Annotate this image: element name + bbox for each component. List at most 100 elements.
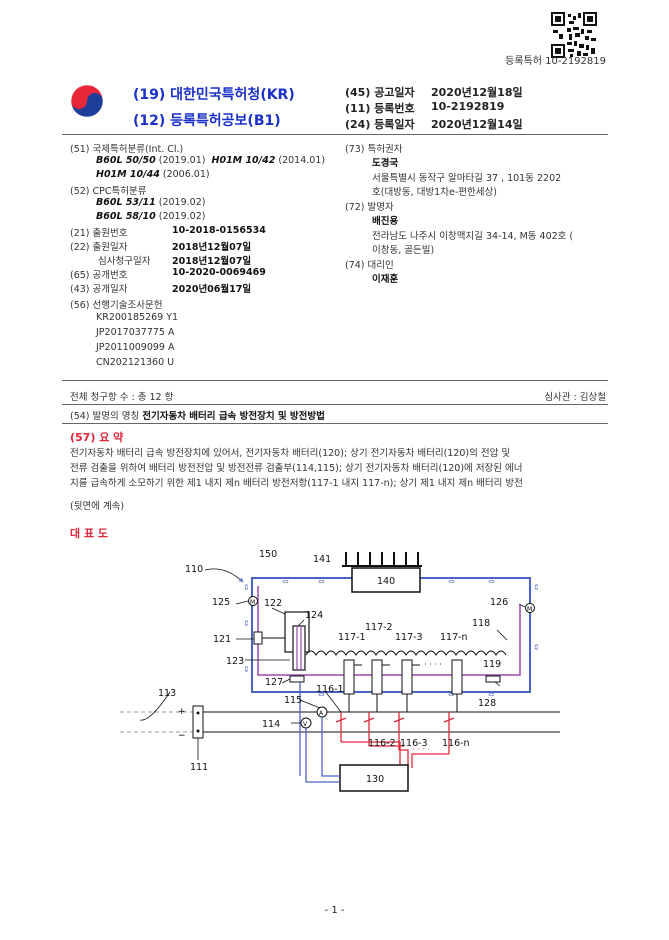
- cpc-code-2: B60L 58/10: [96, 211, 156, 222]
- controller-130: [339, 764, 409, 792]
- label-117-2: 117-2: [365, 622, 393, 633]
- agent-name: 이재훈: [372, 274, 399, 285]
- registration-number-value: 10-2192819: [431, 100, 505, 113]
- registration-number-label: (11) 등록번호: [345, 102, 415, 115]
- page-number: - 1 -: [324, 905, 345, 916]
- owner-address-1: 서울특별시 동작구 알마타길 37 , 101동 2202: [372, 173, 562, 184]
- svg-text:⇔: ⇔: [318, 577, 325, 586]
- inner-frame: [257, 586, 521, 676]
- motor-125-symbol: M: [250, 599, 255, 606]
- registration-number-row: (11) 등록번호 10-2192819: [345, 100, 504, 116]
- label-124: 124: [305, 610, 323, 621]
- representative-drawing-heading: 대 표 도: [70, 527, 109, 540]
- label-114: 114: [262, 719, 280, 730]
- invention-title-label: (54) 발명의 명칭: [70, 411, 140, 422]
- laid-open-date-label: (43) 공개일자: [70, 284, 128, 295]
- prior-art-4: CN202121360 U: [96, 357, 175, 368]
- label-118: 118: [472, 618, 490, 629]
- ipc-code-1: B60L 50/50: [96, 155, 156, 166]
- label-111: 111: [190, 762, 208, 773]
- label-117-3: 117-3: [395, 632, 423, 643]
- publication-date-label: (45) 공고일자: [345, 86, 415, 99]
- label-140: 140: [377, 576, 395, 587]
- abstract-line-2: 전류 검출을 위하여 배터리 방전전압 및 방전전류 검출부(114,115);…: [70, 463, 523, 474]
- application-date-value: 2018년12월07일: [172, 242, 252, 253]
- label-119: 119: [483, 659, 501, 670]
- block-124: [292, 625, 306, 671]
- label-128: 128: [478, 698, 496, 709]
- invention-title: 전기자동차 배터리 급속 방전장치 및 방전방법: [142, 411, 325, 422]
- owner-label: (73) 특허권자: [345, 144, 403, 155]
- laid-open-date-value: 2020년06월17일: [172, 284, 252, 295]
- cpc-line-1: B60L 53/11 (2019.02): [96, 197, 205, 208]
- owner-name: 도경국: [372, 158, 399, 169]
- svg-text:⇔: ⇔: [488, 690, 495, 699]
- registration-date-row: (24) 등록일자 2020년12월14일: [345, 116, 523, 132]
- agent-label: (74) 대리인: [345, 260, 394, 271]
- cpc-date-2: (2019.02): [158, 211, 206, 222]
- label-127: 127: [265, 677, 283, 688]
- label-116-2: 116-2: [368, 738, 396, 749]
- label-150: 150: [259, 549, 277, 560]
- motor-125: [248, 596, 258, 606]
- sense-wiring: [299, 682, 340, 783]
- application-date-label: (22) 출원일자: [70, 242, 128, 253]
- resistor-dots: · · · ·: [424, 660, 442, 669]
- cpc-line-2: B60L 58/10 (2019.02): [96, 211, 205, 222]
- label-117-n: 117-n: [440, 632, 468, 643]
- connector-pin-minus: [196, 729, 200, 733]
- svg-text:⇔: ⇔: [282, 577, 289, 586]
- box-140: [351, 567, 421, 593]
- ipc-date-2: (2014.01): [278, 155, 326, 166]
- header-divider: [62, 134, 608, 135]
- label-116-n: 116-n: [442, 738, 470, 749]
- publication-type: (12) 등록특허공보(B1): [133, 113, 281, 129]
- owner-address-2: 호(대방동, 대방1차e-편한세상): [372, 187, 497, 198]
- registration-date-label: (24) 등록일자: [345, 118, 415, 131]
- abstract-heading: (57) 요 약: [70, 431, 124, 444]
- sensor-127: [289, 675, 305, 683]
- label-141: 141: [313, 554, 331, 565]
- label-113: 113: [158, 688, 176, 699]
- top-registration-number: 등록특허 10-2192819: [505, 56, 606, 67]
- label-110: 110: [185, 564, 203, 575]
- exam-request-date-value: 2018년12월07일: [172, 256, 252, 267]
- switches-116: [335, 712, 455, 768]
- abstract-line-1: 전기자동차 배터리 급속 방전장치에 있어서, 전기자동차 배터리(120); …: [70, 448, 511, 459]
- label-130: 130: [366, 774, 384, 785]
- inventor-address-1: 전라남도 나주시 이창맥지길 34-14, M동 402호 (: [372, 231, 574, 242]
- continued-note: (뒷면에 계속): [70, 501, 125, 512]
- examiner: 심사관 : 김상철: [544, 392, 606, 403]
- motor-126-symbol: M: [527, 606, 532, 613]
- prior-art-3: JP2011009099 A: [96, 342, 175, 353]
- ipc-code-2: H01M 10/42: [211, 155, 276, 166]
- patent-office: (19) 대한민국특허청(KR): [133, 87, 295, 103]
- resistor-leads: [348, 664, 458, 712]
- power-line: [120, 711, 560, 733]
- connector-pin-plus: [196, 711, 200, 715]
- ipc-line-1: B60L 50/50 (2019.01) H01M 10/42 (2014.01…: [96, 155, 325, 166]
- voltmeter-symbol: V: [303, 721, 308, 728]
- bus-bars: [296, 626, 302, 670]
- inventor-name: 배진용: [372, 216, 399, 227]
- sensor-128: [485, 675, 501, 683]
- title-divider: [62, 423, 608, 424]
- svg-text:⇕: ⇕: [533, 643, 540, 652]
- publication-date-row: (45) 공고일자 2020년12월18일: [345, 84, 523, 100]
- label-123: 123: [226, 656, 244, 667]
- registration-date-value: 2020년12월14일: [431, 118, 523, 131]
- kipo-taegeuk-logo: [70, 84, 104, 118]
- ipc-code-3: H01M 10/44: [96, 169, 160, 180]
- cpc-code-1: B60L 53/11: [96, 197, 156, 208]
- abstract-body: 전기자동차 배터리 급속 방전장치에 있어서, 전기자동차 배터리(120); …: [70, 446, 608, 491]
- connector-111: [192, 705, 204, 739]
- label-126: 126: [490, 597, 508, 608]
- label-115: 115: [284, 695, 302, 706]
- switch-dots: · · · ·: [412, 745, 430, 754]
- biblio-divider: [62, 380, 608, 381]
- qr-code: [551, 12, 597, 58]
- svg-text:⇕: ⇕: [243, 665, 250, 674]
- label-122: 122: [264, 598, 282, 609]
- ammeter-symbol: A: [319, 710, 324, 717]
- application-number-value: 10-2018-0156534: [172, 225, 266, 236]
